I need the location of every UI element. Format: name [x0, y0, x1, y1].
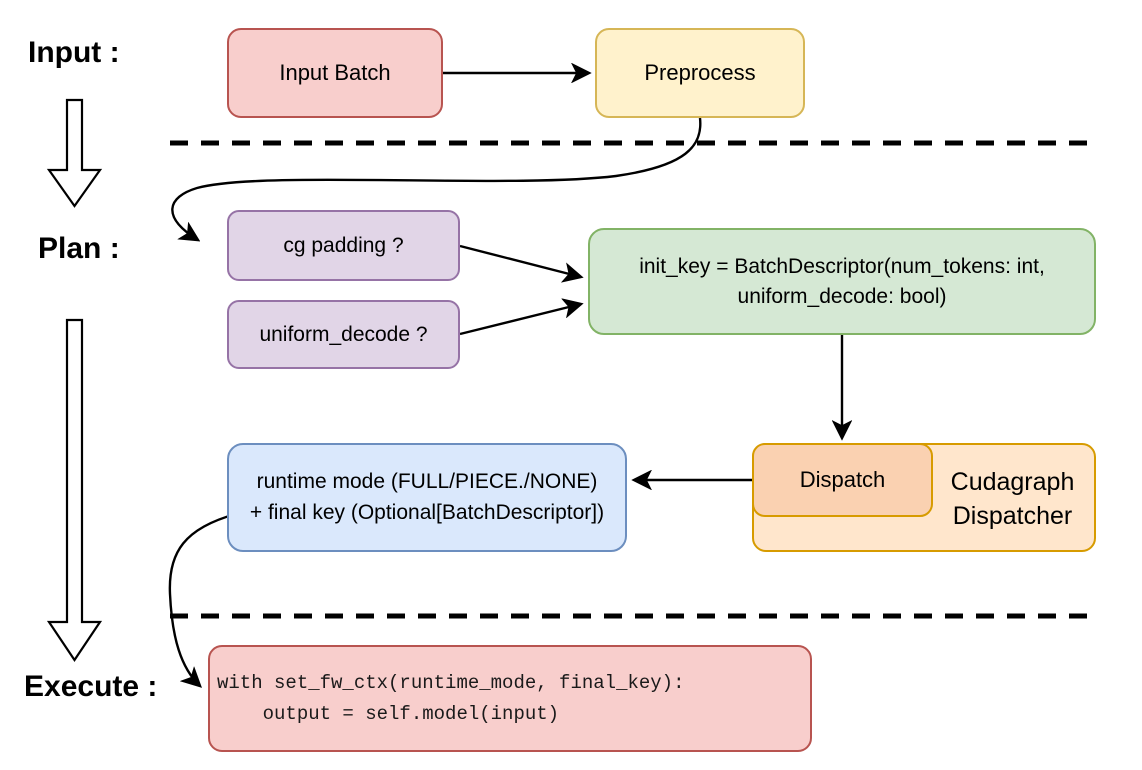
node-preprocess: Preprocess	[595, 28, 805, 118]
node-input-batch: Input Batch	[227, 28, 443, 118]
node-dispatch: Dispatch	[752, 443, 933, 517]
node-uniform-decode-label: uniform_decode ?	[259, 322, 428, 346]
hollow-arrow-plan-to-execute	[46, 318, 103, 662]
node-init-key-line1: init_key = BatchDescriptor(num_tokens: i…	[639, 254, 1045, 278]
node-runtime-mode-final-key: runtime mode (FULL/PIECE./NONE) + final …	[227, 443, 627, 552]
cudagraph-dispatcher-line2: Dispatcher	[952, 501, 1073, 530]
execute-code-line2: output = self.model(input)	[217, 702, 560, 725]
cudagraph-dispatcher-line1: Cudagraph	[950, 467, 1075, 496]
arrow-uniformdecode-to-initkey	[459, 304, 581, 336]
node-execute-code: with set_fw_ctx(runtime_mode, final_key)…	[208, 645, 812, 752]
execute-code-line1: with set_fw_ctx(runtime_mode, final_key)…	[217, 671, 685, 694]
runtime-mode-line2: + final key (Optional[BatchDescriptor])	[249, 500, 605, 524]
label-execute-phase: Execute :	[24, 670, 158, 703]
node-input-batch-label: Input Batch	[279, 59, 391, 85]
node-uniform-decode: uniform_decode ?	[227, 300, 460, 369]
arrow-cgpadding-to-initkey	[459, 244, 581, 277]
node-init-key-line2: uniform_decode: bool)	[737, 284, 947, 308]
node-dispatch-label: Dispatch	[799, 466, 886, 492]
arrow-preprocess-to-cgpadding	[171, 117, 702, 240]
label-plan-phase: Plan :	[38, 232, 120, 265]
cudagraph-dispatcher-label: Cudagraph Dispatcher	[931, 445, 1094, 554]
label-input-phase: Input :	[28, 36, 120, 69]
node-init-key: init_key = BatchDescriptor(num_tokens: i…	[588, 228, 1096, 335]
hollow-arrow-input-to-plan	[46, 98, 103, 208]
node-preprocess-label: Preprocess	[644, 59, 756, 85]
node-cg-padding-label: cg padding ?	[283, 233, 404, 257]
arrow-runtimekey-to-code	[168, 512, 237, 686]
node-cg-padding: cg padding ?	[227, 210, 460, 281]
runtime-mode-line1: runtime mode (FULL/PIECE./NONE)	[256, 470, 598, 494]
